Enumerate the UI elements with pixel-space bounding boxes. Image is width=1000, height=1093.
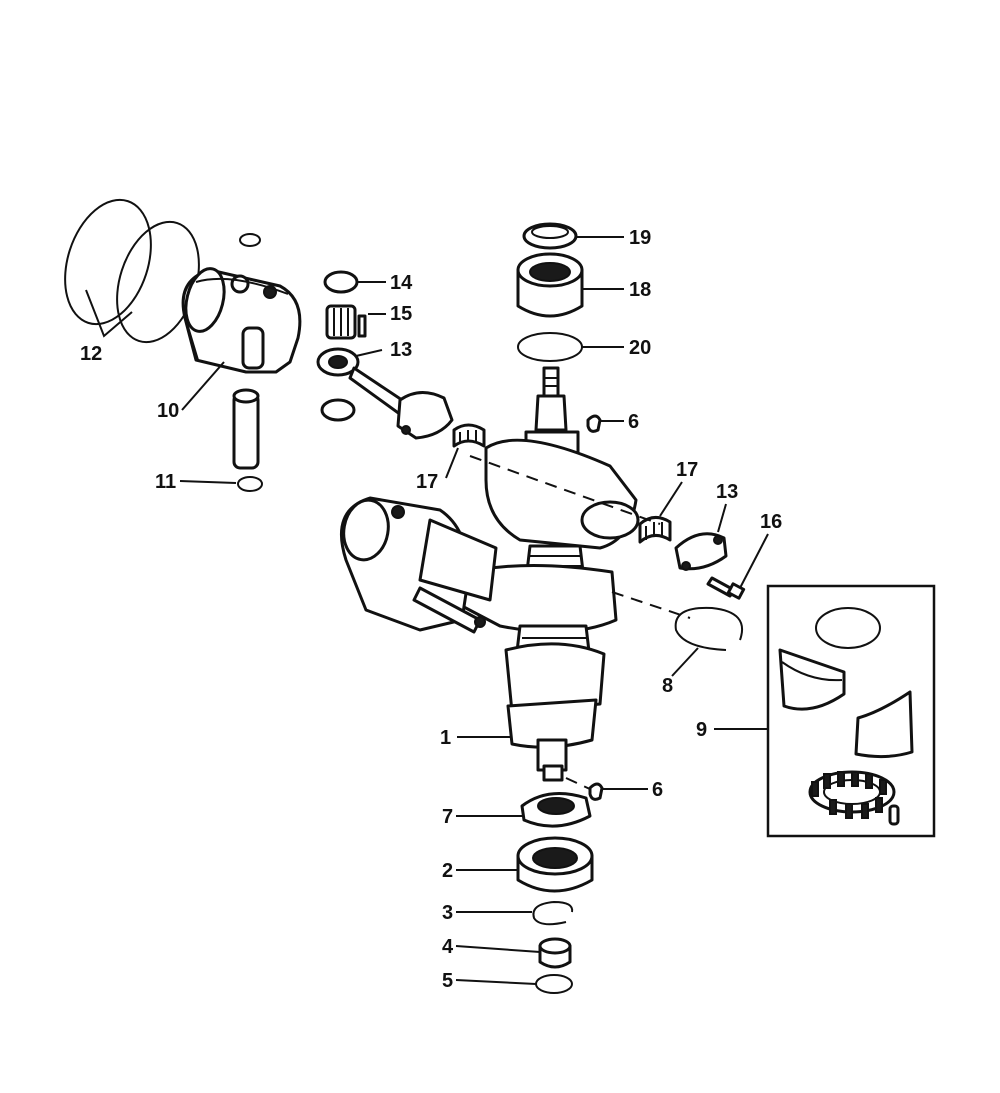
oil-seal-carrier [520, 792, 592, 828]
lower-ball-bearing [516, 836, 594, 893]
callout-13b: 13 [716, 481, 738, 503]
leader-5 [455, 979, 537, 985]
callout-10: 10 [157, 400, 179, 422]
leader-16 [739, 533, 769, 589]
leader-8 [671, 647, 699, 677]
leader-4 [455, 945, 541, 953]
upper-roller-bearing [516, 252, 584, 318]
callout-3: 3 [442, 902, 453, 924]
callout-19: 19 [629, 227, 651, 249]
woodruff-key-lower [588, 782, 604, 801]
callout-2: 2 [442, 860, 453, 882]
leader-10 [181, 361, 225, 411]
installed-piston-assembly [339, 496, 498, 634]
retaining-ring [674, 606, 743, 651]
inset-retaining-ring [815, 607, 881, 649]
alignment-line-rod [469, 455, 661, 525]
callout-16: 16 [760, 511, 782, 533]
leader-17b [659, 481, 683, 517]
callout-18: 18 [629, 279, 651, 301]
o-ring-top [517, 332, 583, 362]
needle-bearing-small [325, 304, 367, 340]
callout-7: 7 [442, 806, 453, 828]
connecting-rod [316, 347, 454, 440]
callout-4: 4 [442, 936, 454, 958]
callout-8: 8 [662, 675, 673, 697]
callout-11: 11 [155, 471, 176, 493]
callout-1: 1 [440, 727, 451, 749]
lower-needle-bearing [538, 937, 572, 969]
callout-5: 5 [442, 970, 453, 992]
alignment-line-key [565, 777, 593, 791]
rod-cap [674, 532, 728, 571]
leader-11 [179, 480, 237, 484]
callout-20: 20 [629, 337, 651, 359]
leader-17a [445, 447, 459, 479]
callout-13a: 13 [390, 339, 412, 361]
thrust-washer-lower [320, 398, 356, 422]
leader-13b [717, 503, 727, 533]
rod-cap-screw [706, 576, 746, 600]
alignment-line-ring [611, 591, 691, 619]
center-main-bearing-inset [766, 584, 936, 838]
callout-15: 15 [390, 303, 412, 325]
piston-pin-clip-upper [239, 233, 261, 247]
needle-bearing-cage-right [638, 516, 672, 544]
callout-12: 12 [80, 343, 102, 365]
callout-17a: 17 [416, 471, 438, 493]
woodruff-key-upper [586, 414, 602, 433]
o-ring-bottom [535, 974, 573, 994]
callout-17b: 17 [676, 459, 698, 481]
leader-13a [355, 349, 383, 357]
callout-6b: 6 [652, 779, 663, 801]
piston-pin-clip-lower [237, 476, 263, 492]
seal-ring-top [522, 222, 578, 250]
thrust-washer-upper [323, 270, 359, 294]
inset-bearing-race-lower [854, 690, 914, 759]
piston [181, 267, 302, 374]
callout-6a: 6 [628, 411, 639, 433]
needle-bearing-cage-left [452, 423, 486, 448]
piston-pin [232, 388, 260, 470]
callout-9: 9 [696, 719, 707, 741]
snap-ring [532, 900, 574, 926]
inset-roller-cage [808, 770, 900, 826]
callout-14: 14 [390, 272, 413, 294]
inset-bearing-race-upper [778, 648, 846, 711]
leader-12 [85, 289, 133, 338]
